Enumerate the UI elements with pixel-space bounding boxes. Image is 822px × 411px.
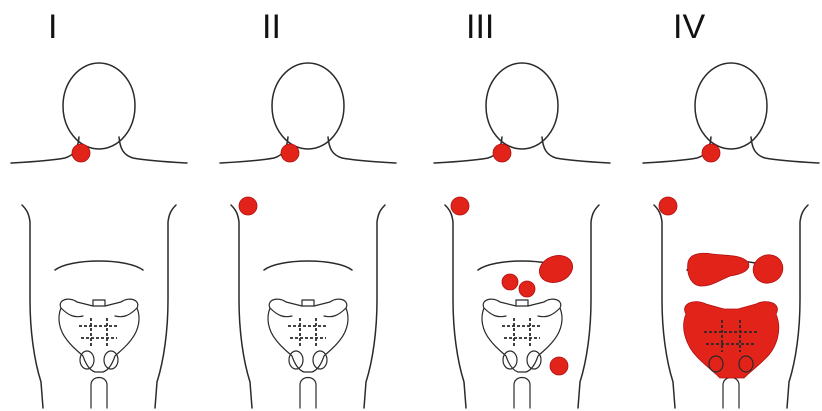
stage-panel-1: I bbox=[11, 8, 187, 408]
head-outline bbox=[643, 63, 819, 163]
axillary-lymph-node bbox=[451, 197, 469, 215]
neck-lymph-node bbox=[72, 144, 90, 162]
pelvis-outline bbox=[268, 299, 348, 372]
neck-lymph-node bbox=[493, 144, 511, 162]
stage-label-3: III bbox=[466, 8, 494, 46]
axillary-lymph-node bbox=[239, 197, 257, 215]
pelvis-outline bbox=[482, 299, 562, 372]
head-outline bbox=[434, 63, 610, 163]
neck-lymph-node bbox=[702, 144, 720, 162]
neck-lymph-node bbox=[281, 144, 299, 162]
stage-panel-3: III bbox=[434, 8, 610, 408]
abdominal-lymph-node bbox=[519, 281, 535, 297]
bone-marrow-pelvis-lesion bbox=[684, 302, 779, 378]
spleen-lesion bbox=[748, 250, 787, 288]
axillary-lymph-node bbox=[659, 197, 677, 215]
stage-label-1: I bbox=[48, 8, 57, 46]
stage-panel-2: II bbox=[220, 8, 396, 408]
head-outline bbox=[220, 63, 396, 163]
abdominal-lymph-node bbox=[502, 274, 518, 290]
inguinal-lymph-node bbox=[550, 357, 568, 375]
spleen-lesion bbox=[536, 251, 577, 287]
stage-label-4: IV bbox=[673, 8, 705, 46]
liver-lesion bbox=[688, 253, 749, 286]
stage-panel-4: IV bbox=[643, 8, 819, 408]
stage-label-2: II bbox=[262, 8, 281, 46]
pelvis-outline bbox=[59, 299, 139, 372]
head-outline bbox=[11, 63, 187, 163]
